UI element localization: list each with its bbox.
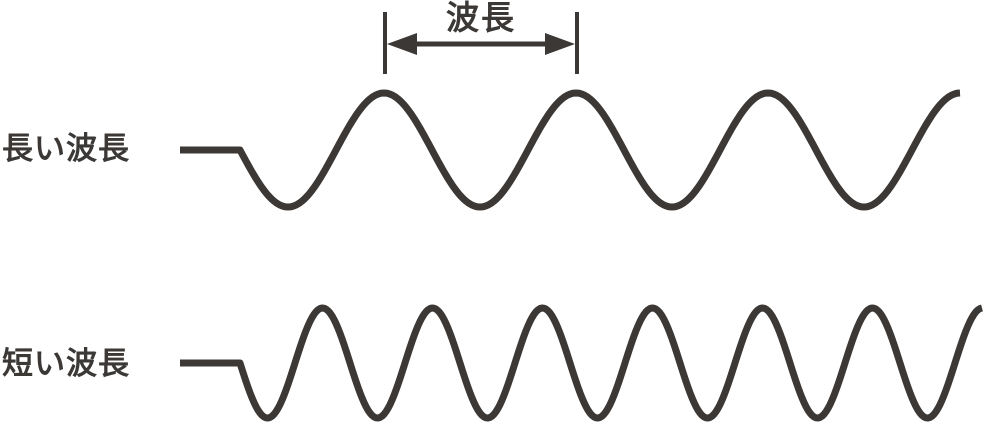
short-wavelength-label: 短い波長 [2, 346, 130, 382]
arrowhead-right-icon [545, 33, 575, 55]
long-wavelength-label: 長い波長 [2, 131, 130, 167]
long-wavelength-wave-line [180, 89, 962, 211]
wavelength-annotation-label: 波長 [446, 0, 516, 37]
short-wavelength-wave-line [180, 304, 984, 422]
arrowhead-left-icon [387, 33, 417, 55]
